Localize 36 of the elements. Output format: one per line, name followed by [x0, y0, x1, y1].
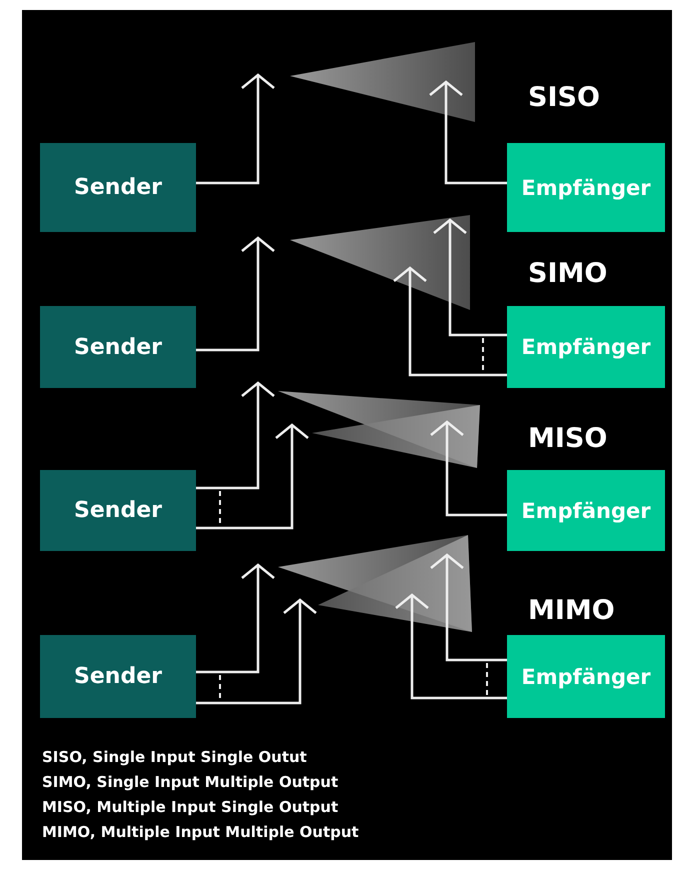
- receiver-box: [507, 470, 665, 551]
- antenna-feed-arrow: [196, 424, 310, 530]
- antenna-feed-arrow: [432, 218, 507, 336]
- legend-text: MISO, Multiple Input Single Output: [42, 798, 338, 816]
- sender-box: [40, 635, 196, 718]
- box-label: Empfänger: [521, 335, 651, 359]
- antenna-feed-arrow: [196, 74, 276, 184]
- box-label: Empfänger: [521, 176, 651, 200]
- sender-box: [40, 470, 196, 551]
- mode-title: SIMO: [528, 258, 608, 289]
- antenna-feed-arrow: [428, 80, 507, 184]
- sender-box: [40, 306, 196, 388]
- box-label: Empfänger: [521, 664, 651, 688]
- receiver-box: [507, 635, 665, 718]
- antenna-feed-arrow: [196, 564, 276, 674]
- receiver-box: [507, 306, 665, 388]
- receiver-box: [507, 143, 665, 232]
- antenna-feed-arrow: [196, 382, 276, 490]
- mode-title: MISO: [528, 423, 608, 454]
- box-label: Empfänger: [521, 498, 651, 522]
- box-label: Sender: [74, 498, 162, 523]
- box-label: Sender: [74, 175, 162, 200]
- mode-title: MIMO: [528, 595, 615, 626]
- antenna-feed-arrow: [196, 598, 318, 704]
- legend-text: MIMO, Multiple Input Multiple Output: [42, 823, 359, 841]
- antenna-feed-arrow: [430, 554, 507, 662]
- antenna-feed-arrow: [196, 236, 276, 352]
- legend-text: SIMO, Single Input Multiple Output: [42, 773, 338, 791]
- box-label: Sender: [74, 664, 162, 689]
- sender-box: [40, 143, 196, 232]
- mode-title: SISO: [528, 82, 600, 113]
- antenna-feed-arrow: [392, 266, 507, 376]
- box-label: Sender: [74, 334, 162, 360]
- antenna-feed-arrow: [430, 420, 507, 516]
- antenna-feed-arrow: [394, 594, 507, 700]
- legend-text: SISO, Single Input Single Outut: [42, 748, 307, 766]
